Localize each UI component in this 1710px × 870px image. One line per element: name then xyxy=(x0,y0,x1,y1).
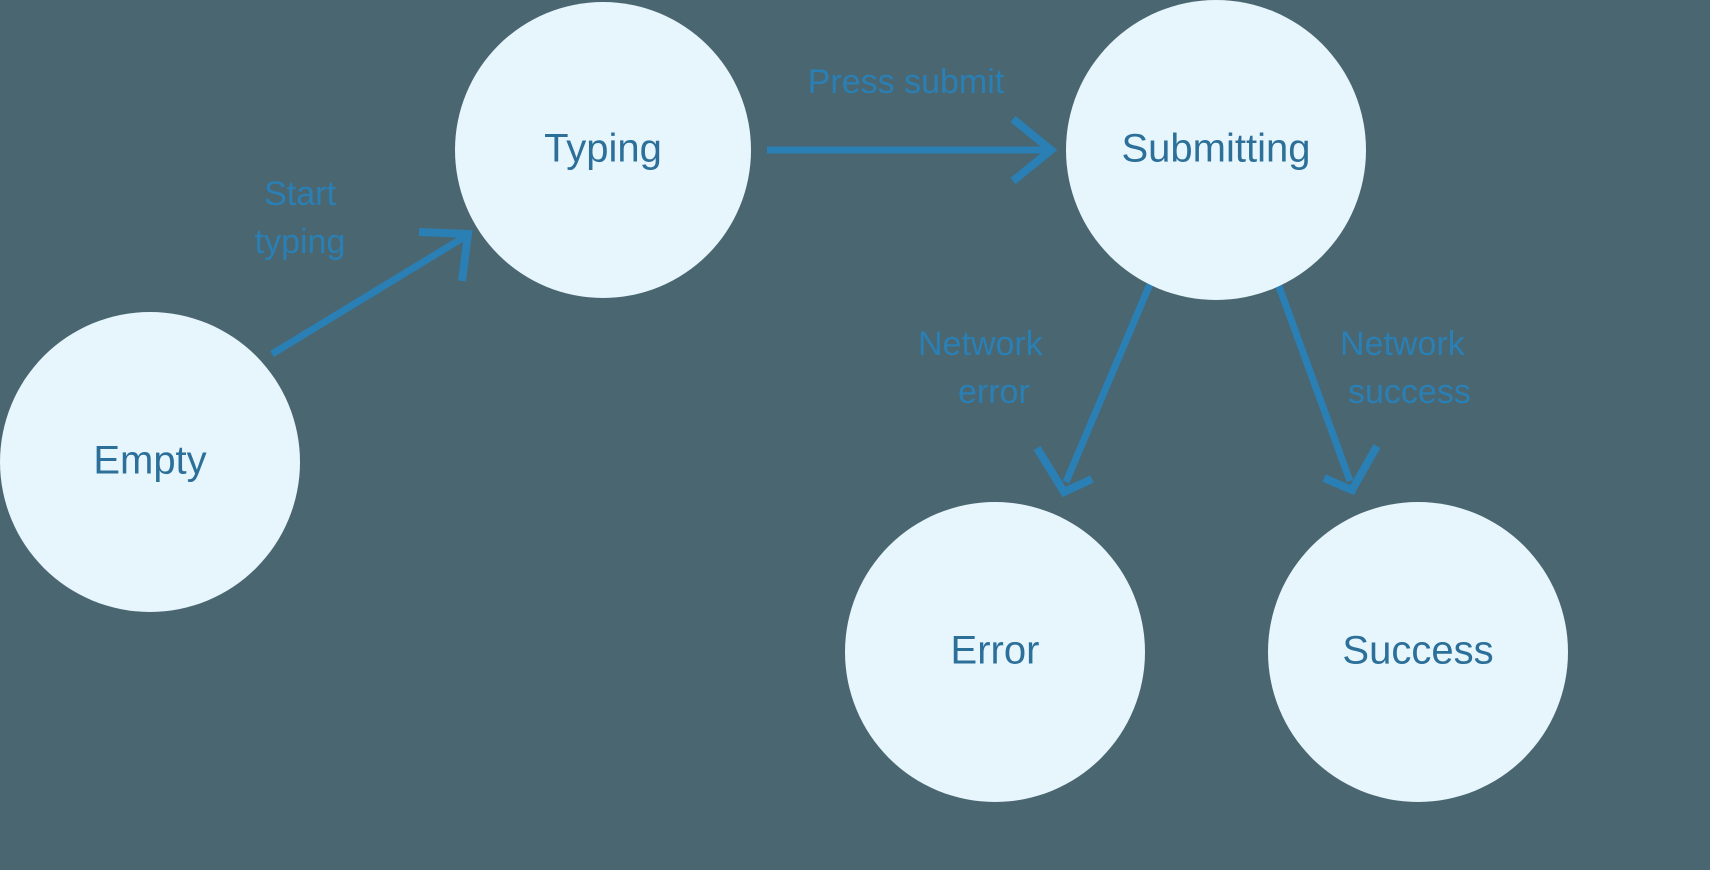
node-error-label: Error xyxy=(951,629,1040,673)
node-empty-circle[interactable] xyxy=(0,312,300,612)
edge-empty-to-typing-line xyxy=(270,233,468,357)
node-submitting-label: Submitting xyxy=(1122,127,1311,171)
node-success[interactable]: Success xyxy=(1268,502,1568,802)
edge-submitting-to-error-arrowhead xyxy=(1033,445,1094,498)
edge-submitting-to-error-label-line1: Network xyxy=(918,325,1044,363)
edge-submitting-to-error: Network error xyxy=(918,282,1154,498)
edge-submitting-to-success: Network success xyxy=(1273,279,1471,496)
edge-submitting-to-error-line xyxy=(1062,282,1154,484)
node-submitting[interactable]: Submitting xyxy=(1066,0,1366,300)
node-empty[interactable]: Empty xyxy=(0,312,300,612)
edge-typing-to-submitting-label-line1: Press submit xyxy=(808,63,1005,101)
edge-empty-to-typing-label-line2: typing xyxy=(255,223,346,261)
node-error-circle[interactable] xyxy=(845,502,1145,802)
edge-empty-to-typing: Start typing xyxy=(255,175,473,357)
node-empty-label: Empty xyxy=(93,439,206,483)
node-typing-label: Typing xyxy=(544,127,662,171)
edge-submitting-to-success-label-line2: success xyxy=(1348,373,1471,411)
edge-typing-to-submitting: Press submit xyxy=(767,63,1058,185)
edge-submitting-to-success-label-line1: Network xyxy=(1340,325,1466,363)
edge-submitting-to-success-line xyxy=(1273,279,1354,483)
edge-typing-to-submitting-arrowhead xyxy=(1010,115,1058,185)
node-error[interactable]: Error xyxy=(845,502,1145,802)
node-typing-circle[interactable] xyxy=(455,2,751,298)
edge-empty-to-typing-arrowhead xyxy=(418,228,473,282)
node-submitting-circle[interactable] xyxy=(1066,0,1366,300)
edge-submitting-to-success-arrowhead xyxy=(1322,444,1381,496)
node-typing[interactable]: Typing xyxy=(455,2,751,298)
edge-submitting-to-error-label-line2: error xyxy=(958,373,1030,411)
node-success-circle[interactable] xyxy=(1268,502,1568,802)
edge-empty-to-typing-label-line1: Start xyxy=(264,175,336,213)
node-success-label: Success xyxy=(1342,629,1493,673)
